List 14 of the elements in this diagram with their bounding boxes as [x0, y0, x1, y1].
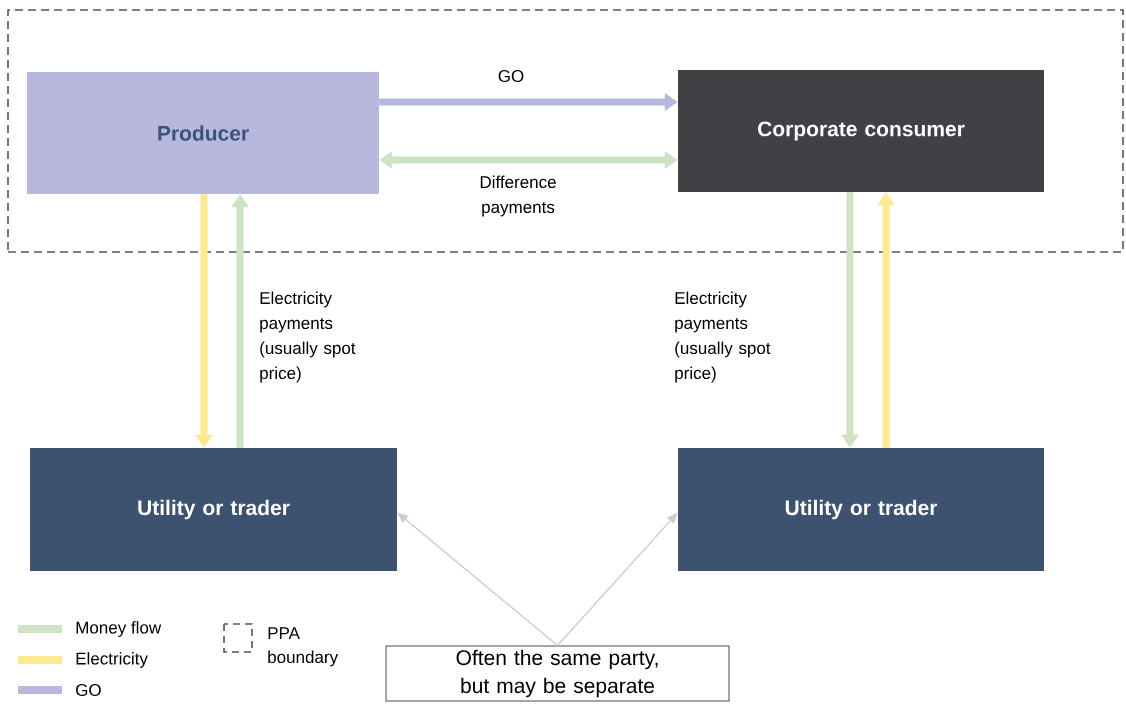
legend-label: Electricity [76, 652, 148, 668]
note-box: Often the same party, but may be separate [385, 645, 730, 702]
edge-label: Difference payments [480, 175, 556, 217]
trader-box: Utility or trader [30, 448, 397, 571]
consumer-box: Corporate consumer [678, 70, 1044, 192]
legend-label: Money flow [76, 621, 162, 637]
edge-label: Electricity payments (usually spot price) [675, 291, 771, 383]
edge-label: Electricity payments (usually spot price) [260, 291, 356, 383]
legend-label: GO [76, 684, 101, 697]
edge-label: GO [498, 70, 524, 83]
producer-box: Producer [27, 72, 379, 194]
legend-label: PPA boundary [268, 627, 339, 667]
boundary-box [7, 9, 1124, 253]
trader-box: Utility or trader [678, 448, 1044, 571]
